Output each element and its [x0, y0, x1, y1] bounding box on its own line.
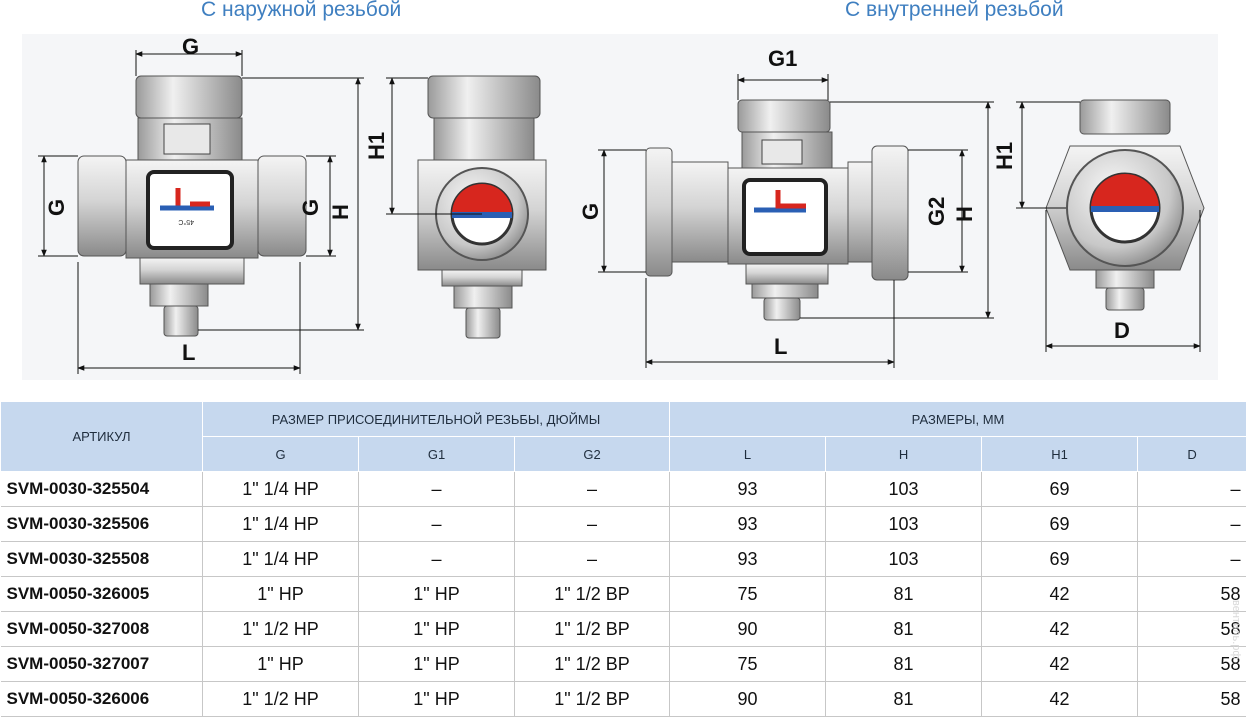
table-row: SVM-0050-327007 1" НР 1" НР 1" 1/2 ВР 75…	[1, 647, 1246, 682]
table-row: SVM-0050-326005 1" НР 1" НР 1" 1/2 ВР 75…	[1, 577, 1246, 612]
header-thread-group: РАЗМЕР ПРИСОЕДИНИТЕЛЬНОЙ РЕЗЬБЫ, ДЮЙМЫ	[203, 402, 670, 437]
cell-g1: 1" НР	[359, 647, 515, 682]
dim-label-g-right: G	[298, 199, 323, 216]
table-row: SVM-0030-325504 1" 1/4 НР – – 93 103 69 …	[1, 472, 1246, 507]
cell-g: 1" НР	[203, 577, 359, 612]
cell-article: SVM-0050-326005	[1, 577, 203, 612]
cell-g: 1" 1/4 НР	[203, 507, 359, 542]
cell-d: –	[1138, 542, 1246, 577]
temperature-marking: 45°C	[178, 218, 194, 226]
cell-g2: 1" 1/2 ВР	[515, 577, 670, 612]
dim-label-h1-left: H1	[364, 132, 389, 160]
dim-label-h1-right: H1	[992, 142, 1017, 170]
cell-g1: –	[359, 472, 515, 507]
cell-g: 1" 1/4 НР	[203, 472, 359, 507]
header-col-g2: G2	[515, 437, 670, 472]
cell-g: 1" 1/4 НР	[203, 542, 359, 577]
dim-label-g2: G2	[924, 197, 949, 226]
dim-label-h: H	[328, 204, 353, 220]
cell-h: 103	[826, 542, 982, 577]
cell-h: 81	[826, 612, 982, 647]
cell-h1: 69	[982, 507, 1138, 542]
cell-g: 1" НР	[203, 647, 359, 682]
table-row: SVM-0030-325508 1" 1/4 НР – – 93 103 69 …	[1, 542, 1246, 577]
cell-article: SVM-0050-326006	[1, 682, 203, 717]
cell-h1: 42	[982, 612, 1138, 647]
cell-h: 103	[826, 472, 982, 507]
technical-drawings: 45°C G G G H L H1	[0, 28, 1246, 388]
header-col-g: G	[203, 437, 359, 472]
cell-l: 90	[670, 682, 826, 717]
cell-d: –	[1138, 472, 1246, 507]
dim-label-g-right-drawing: G	[578, 203, 603, 220]
cell-article: SVM-0030-325508	[1, 542, 203, 577]
watermark: вентиль.рф	[1230, 600, 1242, 659]
cell-h1: 42	[982, 577, 1138, 612]
dim-label-g-top: G	[182, 34, 199, 59]
cell-l: 93	[670, 542, 826, 577]
header-col-g1: G1	[359, 437, 515, 472]
cell-d: –	[1138, 507, 1246, 542]
cell-h: 81	[826, 577, 982, 612]
header-dims-group: РАЗМЕРЫ, ММ	[670, 402, 1246, 437]
cell-h1: 69	[982, 542, 1138, 577]
cell-l: 93	[670, 507, 826, 542]
cell-g1: –	[359, 507, 515, 542]
cell-h: 103	[826, 507, 982, 542]
cell-d: 58	[1138, 682, 1246, 717]
cell-g1: 1" НР	[359, 577, 515, 612]
dim-label-l-right: L	[774, 334, 787, 359]
cell-article: SVM-0030-325504	[1, 472, 203, 507]
cell-g1: –	[359, 542, 515, 577]
cell-l: 93	[670, 472, 826, 507]
cell-g1: 1" НР	[359, 682, 515, 717]
header-col-h: H	[826, 437, 982, 472]
cell-article: SVM-0030-325506	[1, 507, 203, 542]
header-article: АРТИКУЛ	[1, 402, 203, 472]
table-row: SVM-0050-326006 1" 1/2 НР 1" НР 1" 1/2 В…	[1, 682, 1246, 717]
header-col-l: L	[670, 437, 826, 472]
caption-external-thread: С наружной резьбой	[201, 0, 401, 22]
table-row: SVM-0050-327008 1" 1/2 НР 1" НР 1" 1/2 В…	[1, 612, 1246, 647]
spec-table: АРТИКУЛ РАЗМЕР ПРИСОЕДИНИТЕЛЬНОЙ РЕЗЬБЫ,…	[0, 401, 1246, 717]
cell-h1: 42	[982, 682, 1138, 717]
caption-internal-thread: С внутренней резьбой	[845, 0, 1064, 22]
dim-label-l: L	[182, 340, 195, 365]
cell-g2: –	[515, 507, 670, 542]
cell-g2: 1" 1/2 ВР	[515, 612, 670, 647]
cell-g1: 1" НР	[359, 612, 515, 647]
cell-h1: 69	[982, 472, 1138, 507]
dim-label-h-right: H	[952, 206, 977, 222]
cell-l: 75	[670, 647, 826, 682]
header-col-h1: H1	[982, 437, 1138, 472]
cell-article: SVM-0050-327008	[1, 612, 203, 647]
cell-article: SVM-0050-327007	[1, 647, 203, 682]
cell-g2: 1" 1/2 ВР	[515, 682, 670, 717]
cell-h: 81	[826, 647, 982, 682]
cell-g: 1" 1/2 НР	[203, 682, 359, 717]
cell-l: 90	[670, 612, 826, 647]
header-col-d: D	[1138, 437, 1246, 472]
cell-g2: 1" 1/2 ВР	[515, 647, 670, 682]
cell-g: 1" 1/2 НР	[203, 612, 359, 647]
cell-h1: 42	[982, 647, 1138, 682]
dim-label-g1: G1	[768, 46, 797, 71]
cell-g2: –	[515, 542, 670, 577]
cell-l: 75	[670, 577, 826, 612]
dim-label-g-left: G	[44, 199, 69, 216]
dim-label-d: D	[1114, 318, 1130, 343]
cell-h: 81	[826, 682, 982, 717]
table-row: SVM-0030-325506 1" 1/4 НР – – 93 103 69 …	[1, 507, 1246, 542]
cell-g2: –	[515, 472, 670, 507]
